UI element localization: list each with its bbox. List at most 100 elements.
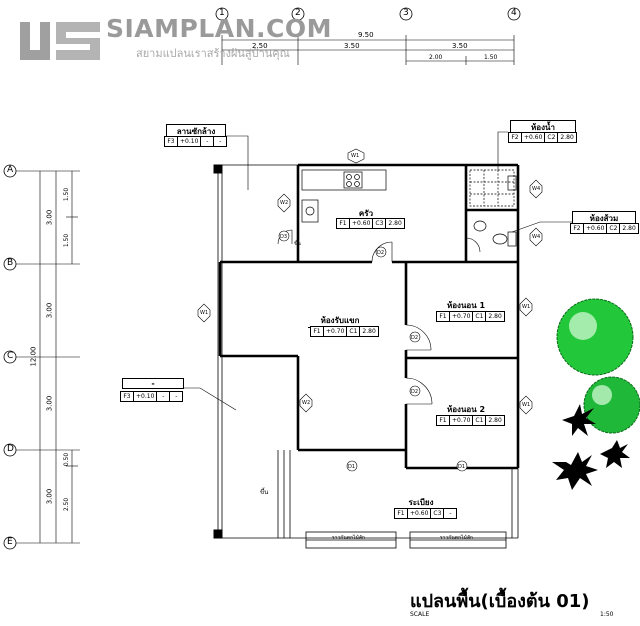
grid-col-3: 3 [403, 8, 409, 18]
grid-col-2: 2 [295, 8, 301, 18]
spec-level: +0.70 [450, 312, 474, 321]
grid-row-b: B [7, 258, 14, 268]
dim-row-1a: 1.50 [63, 187, 71, 202]
dim-row-4: 3.00 [45, 488, 54, 505]
leader-lines [182, 131, 572, 411]
grid-row-c: C [7, 351, 14, 361]
spec-ceiling: C1 [347, 327, 361, 336]
spec-ceiling: C1 [473, 312, 487, 321]
marker-w1-top: W1 [351, 153, 360, 159]
grid-row-a: A [7, 165, 14, 175]
spec-height: - [175, 393, 178, 400]
dim-row-3: 3.00 [45, 395, 54, 412]
siamplan-logo-mark [20, 22, 100, 60]
spec-ceiling: C2 [607, 224, 621, 233]
spec-height: 2.80 [560, 134, 574, 141]
dim-sub-2: 1.50 [484, 54, 498, 61]
scale-value: 1:50 [600, 611, 614, 618]
drawing-title: แปลนพื้น(เบื้องต้น 01) [410, 591, 590, 612]
dim-row-2: 3.00 [45, 302, 54, 319]
room-veranda-spec: F1 +0.60 C3 - [394, 508, 458, 519]
spec-floor: F1 [437, 416, 450, 425]
spec-floor: F3 [121, 392, 134, 401]
rail-label-right: ราวกันตกไม้สัก [440, 535, 473, 541]
spec-height: 2.80 [362, 328, 376, 335]
spec-floor: F3 [165, 137, 178, 146]
room-bath-spec: F2 +0.60 C2 2.80 [508, 132, 577, 143]
spec-ceiling: C1 [473, 416, 487, 425]
dim-total-width: 9.50 [358, 31, 374, 39]
dim-row-1: 3.00 [45, 209, 54, 226]
marker-d1-right: D1 [458, 464, 466, 470]
spec-height: 2.80 [488, 417, 502, 424]
marker-step-kitchen: ขึ้น [294, 241, 301, 247]
grid-row-d: D [7, 444, 14, 454]
outer-walls [213, 164, 298, 539]
room-bed1-spec: F1 +0.70 C1 2.80 [436, 311, 505, 322]
dim-seg-2: 3.50 [344, 42, 360, 50]
marker-w4-bath: W4 [532, 186, 541, 192]
marker-w1-bed2: W1 [522, 402, 531, 408]
brand-logo-text: SIAMPLAN.COM [106, 14, 333, 43]
spec-ceiling: - [157, 392, 171, 401]
dim-row-4a: 0.50 [63, 452, 71, 467]
spec-height: - [219, 138, 222, 145]
marker-w4-wc: W4 [532, 234, 541, 240]
spec-floor: F1 [337, 219, 350, 228]
marker-d2-bed1: D2 [411, 335, 419, 341]
kitchen-fixtures [301, 169, 387, 223]
spec-height: 2.80 [488, 313, 502, 320]
dim-seg-3: 3.50 [452, 42, 468, 50]
dim-total-height: 12.00 [29, 346, 38, 367]
spec-height: 2.80 [388, 220, 402, 227]
spec-ceiling: C3 [431, 509, 445, 518]
rail-label-left: ราวกันตกไม้สัก [332, 535, 365, 541]
dim-row-4b: 2.50 [63, 497, 71, 512]
marker-d2-bed2: D2 [411, 389, 419, 395]
marker-w2-porch: W2 [302, 400, 311, 406]
spec-floor: F1 [395, 509, 408, 518]
spec-level: +0.70 [324, 327, 348, 336]
spec-height: - [449, 510, 452, 517]
marker-step-veranda: ขึ้น [260, 489, 269, 496]
spec-level: +0.10 [134, 392, 158, 401]
grid-col-1: 1 [219, 8, 225, 18]
spec-level: +0.60 [350, 219, 374, 228]
spec-floor: F1 [437, 312, 450, 321]
bathroom-fixtures [469, 169, 517, 247]
spec-level: +0.70 [450, 416, 474, 425]
room-wc-spec: F2 +0.60 C2 2.80 [570, 223, 639, 234]
room-bed2-spec: F1 +0.70 C1 2.80 [436, 415, 505, 426]
spec-floor: F2 [571, 224, 584, 233]
marker-d1-left: D1 [348, 464, 356, 470]
landscape-trees [556, 298, 640, 434]
marker-d2-kitchen: D2 [377, 250, 385, 256]
grid-row-e: E [7, 537, 13, 547]
marker-d3-laundry: D3 [280, 234, 288, 240]
brand-tagline: สยามแปลนเราสร้างฝันสู่บ้านคุณ [136, 47, 290, 60]
dim-sub-1: 2.00 [429, 54, 443, 61]
spec-ceiling: C2 [545, 133, 559, 142]
spec-height: 2.80 [622, 225, 636, 232]
grid-col-4: 4 [511, 8, 517, 18]
spec-level: +0.60 [408, 509, 432, 518]
marker-w1-left: W1 [200, 310, 209, 316]
room-laundry-spec: F3 +0.10 - - [164, 136, 228, 147]
dim-seg-1: 2.50 [252, 42, 268, 50]
scale-label: SCALE [410, 611, 430, 618]
spec-ceiling: - [201, 137, 215, 146]
marker-w2-kitchen: W2 [280, 200, 289, 206]
shrubs [552, 404, 630, 490]
left-dimensions [16, 170, 80, 544]
house-walls [218, 163, 520, 470]
spec-level: +0.60 [522, 133, 546, 142]
marker-w1-bed1: W1 [522, 304, 531, 310]
spec-level: +0.60 [584, 224, 608, 233]
opening-markers [197, 148, 543, 472]
room-wc-name: ห้องส้วม [572, 211, 636, 226]
spec-level: +0.10 [178, 137, 202, 146]
room-kitchen-spec: F1 +0.60 C3 2.80 [336, 218, 405, 229]
top-dimensions [221, 35, 515, 65]
room-porch-name: - [122, 378, 184, 389]
